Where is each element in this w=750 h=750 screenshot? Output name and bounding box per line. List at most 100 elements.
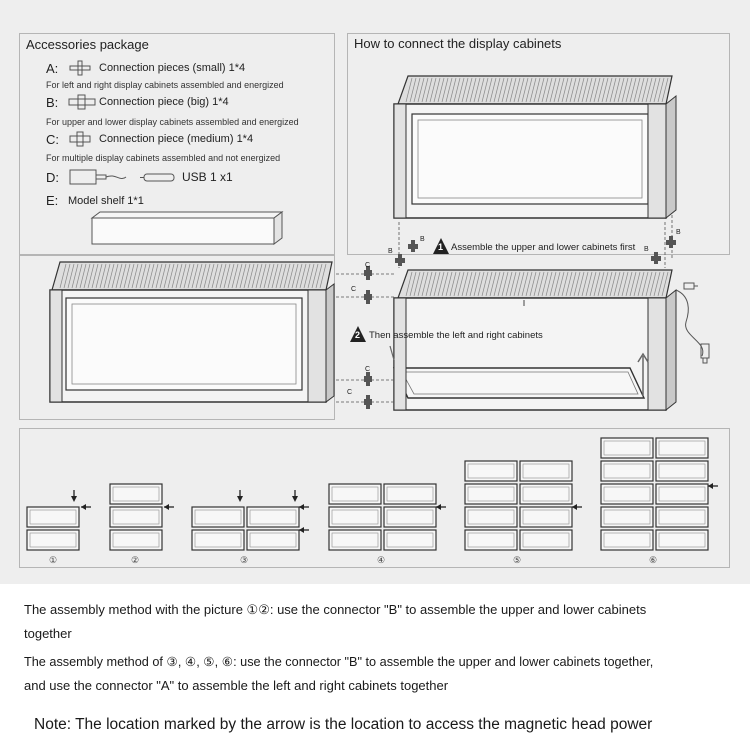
mini-cabinet-window xyxy=(331,509,379,525)
caption-line-2b: and use the connector "A" to assemble th… xyxy=(24,678,449,693)
connector-label-b4: B xyxy=(676,229,681,236)
roof-ridge xyxy=(239,263,247,289)
mini-cabinet xyxy=(655,506,709,528)
roof-ridge xyxy=(263,263,271,289)
roof-ridge xyxy=(425,77,433,103)
mini-cabinet xyxy=(600,437,654,459)
roof-ridge xyxy=(601,77,609,103)
roof-ridge xyxy=(505,77,513,103)
roof-ridge xyxy=(661,77,669,103)
step-2-triangle-icon xyxy=(350,326,366,342)
roof-ridge xyxy=(279,263,287,289)
connector-label-b1: B xyxy=(388,248,393,255)
roof-ridge xyxy=(517,77,525,103)
roof-ridge xyxy=(569,271,577,297)
roof-ridge xyxy=(449,77,457,103)
config-label-6: ⑥ xyxy=(649,555,658,565)
item-b-label: Connection piece (big) 1*4 xyxy=(99,96,229,108)
roof-ridge xyxy=(127,263,135,289)
roof-ridge xyxy=(553,77,561,103)
roof-ridge xyxy=(465,271,473,297)
item-c-note: For multiple display cabinets assembled … xyxy=(46,153,281,163)
connector-label-c3: C xyxy=(365,366,371,373)
accessories-title: Accessories package xyxy=(26,37,149,52)
roof-ridge xyxy=(489,77,497,103)
item-e-label: Model shelf 1*1 xyxy=(68,195,144,207)
mini-cabinet-window xyxy=(603,486,651,502)
roof-ridge xyxy=(461,77,469,103)
roof-ridge xyxy=(637,271,645,297)
roof-ridge xyxy=(657,271,665,297)
roof-ridge xyxy=(597,271,605,297)
item-a-note: For left and right display cabinets asse… xyxy=(46,80,284,90)
roof-ridge xyxy=(199,263,207,289)
config-label-2: ② xyxy=(131,555,140,565)
roof-ridge xyxy=(537,77,545,103)
top-ridges xyxy=(59,77,669,297)
roof-ridge xyxy=(509,271,517,297)
item-b-letter: B: xyxy=(46,95,59,110)
mini-cabinet-window xyxy=(522,509,570,525)
roof-ridge xyxy=(569,77,577,103)
roof-ridge xyxy=(227,263,235,289)
roof-ridge xyxy=(533,77,541,103)
roof-ridge xyxy=(99,263,107,289)
mini-cabinet-window xyxy=(331,532,379,548)
power-arrow-head xyxy=(292,496,298,502)
config-label-3: ③ xyxy=(240,555,249,565)
power-arrow-head xyxy=(71,496,77,502)
roof-ridge xyxy=(307,263,315,289)
roof-ridge xyxy=(421,271,429,297)
step-1-text: Assemble the upper and lower cabinets fi… xyxy=(451,242,636,253)
roof-ridge xyxy=(143,263,151,289)
roof-ridge xyxy=(171,263,179,289)
mini-cabinet-window xyxy=(467,509,515,525)
mini-cabinet-window xyxy=(522,486,570,502)
roof-ridge xyxy=(645,77,653,103)
roof-ridge xyxy=(91,263,99,289)
roof-ridge xyxy=(613,77,621,103)
mini-cabinet xyxy=(600,483,654,505)
step-1-number: 1 xyxy=(438,242,444,252)
roof-ridge xyxy=(497,271,505,297)
roof-ridge xyxy=(629,77,637,103)
mini-cabinet-window xyxy=(603,509,651,525)
roof-ridge xyxy=(429,271,437,297)
roof-ridge xyxy=(585,271,593,297)
roof-ridge xyxy=(131,263,139,289)
roof-ridge xyxy=(187,263,195,289)
mini-cabinet xyxy=(328,506,382,528)
mini-cabinet xyxy=(383,483,437,505)
config-label-4: ④ xyxy=(377,555,386,565)
mini-cabinet xyxy=(655,483,709,505)
step-2-number: 2 xyxy=(355,330,361,340)
item-a-letter: A: xyxy=(46,61,59,76)
accessories-panel xyxy=(19,33,335,255)
mini-cabinet-window xyxy=(249,532,297,548)
mini-cabinet-window xyxy=(194,532,242,548)
roof-ridge xyxy=(585,77,593,103)
item-d-letter: D: xyxy=(46,170,59,185)
roof-ridge xyxy=(151,263,159,289)
roof-ridge xyxy=(505,271,513,297)
roof-ridge xyxy=(223,263,231,289)
roof-ridge xyxy=(203,263,211,289)
roof-ridge xyxy=(441,77,449,103)
roof-ridge xyxy=(135,263,143,289)
roof-ridge xyxy=(609,77,617,103)
roof-ridge xyxy=(545,77,553,103)
connector-label-c2: C xyxy=(351,286,357,293)
mini-cabinet xyxy=(655,460,709,482)
roof-ridge xyxy=(107,263,115,289)
roof-ridge xyxy=(275,263,283,289)
roof-ridge xyxy=(167,263,175,289)
roof-ridge xyxy=(465,77,473,103)
step-2-text: Then assemble the left and right cabinet… xyxy=(369,330,543,341)
mini-cabinet-window xyxy=(386,509,434,525)
mini-cabinet xyxy=(464,529,518,551)
connector-label-b2: B xyxy=(420,236,425,243)
roof-ridge xyxy=(593,77,601,103)
roof-ridge xyxy=(191,263,199,289)
roof-ridge xyxy=(485,77,493,103)
mini-cabinet-window xyxy=(29,509,77,525)
